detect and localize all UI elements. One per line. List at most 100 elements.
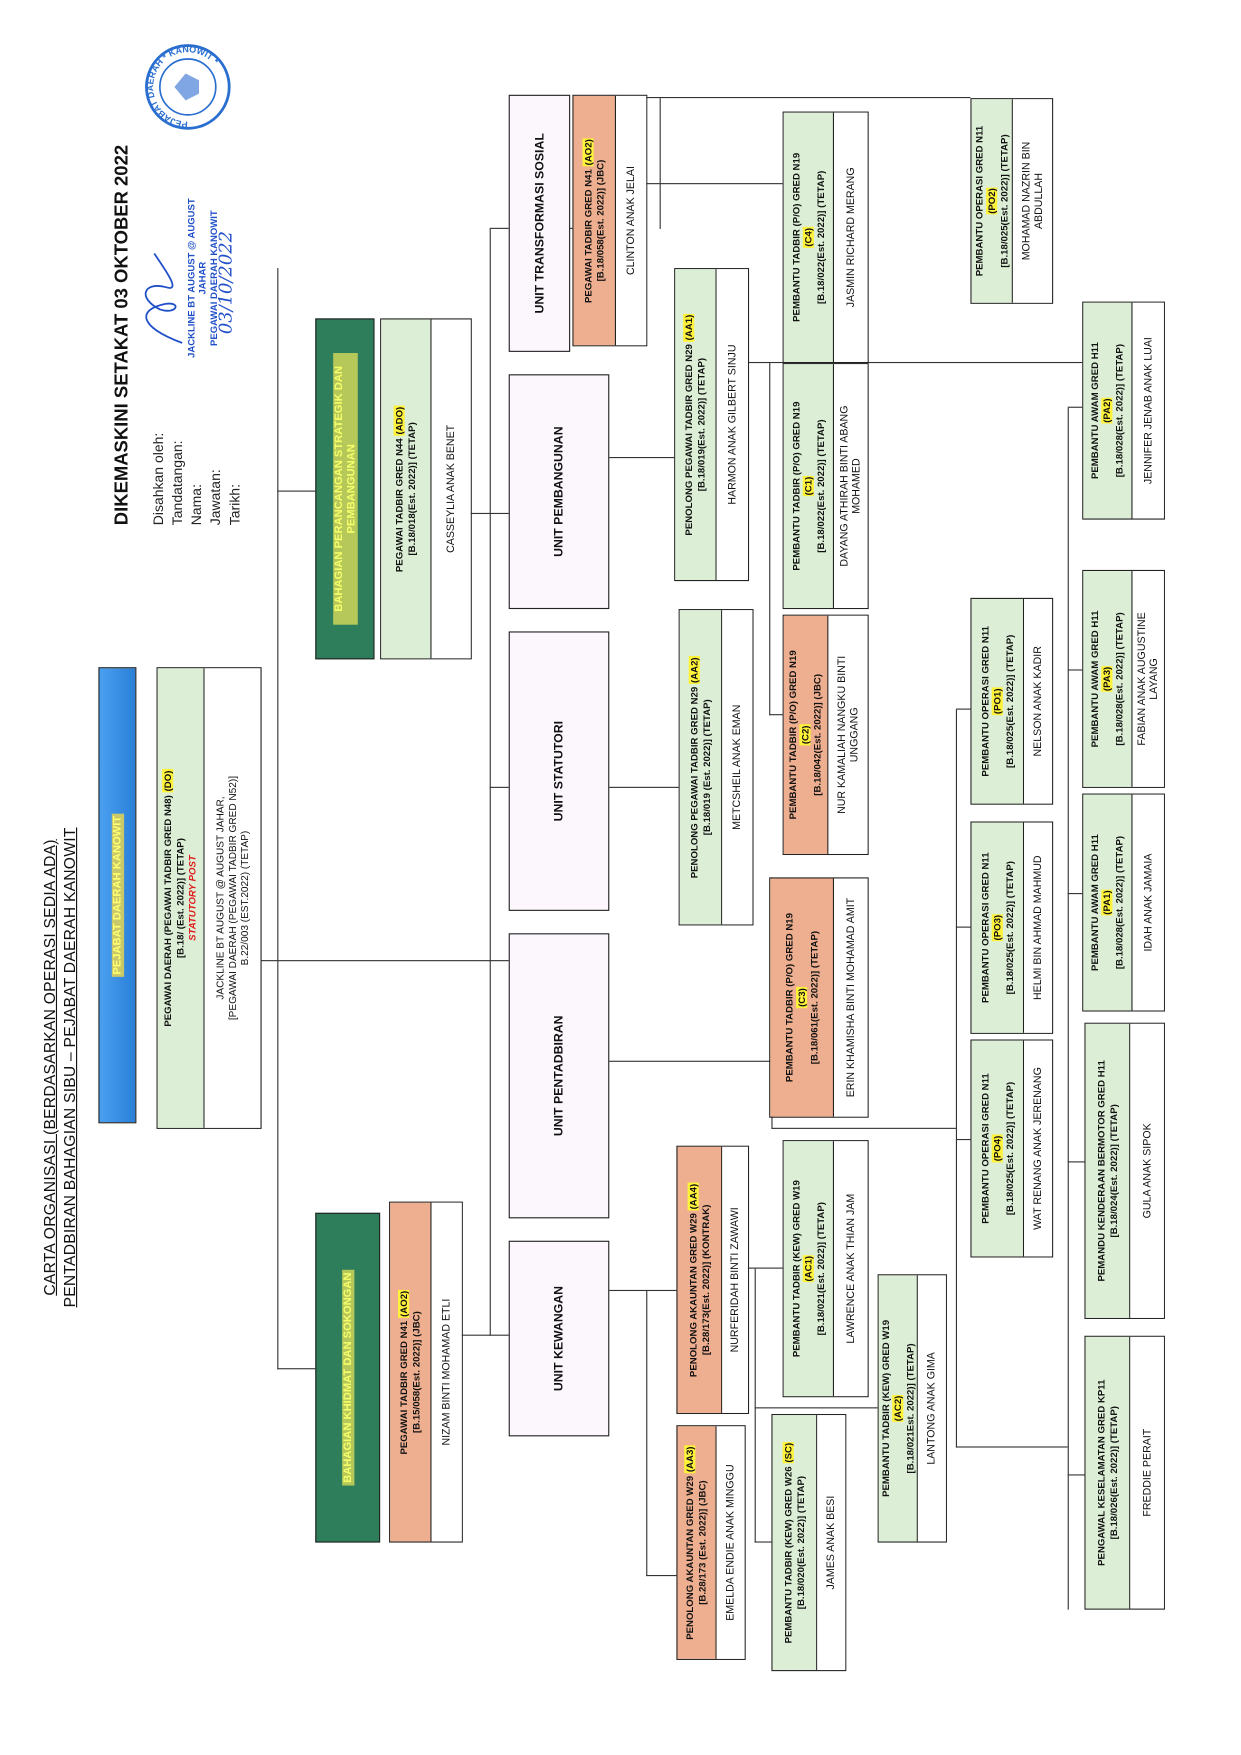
position-reference: [B.18/024(Est. 2022)] (TETAP) [1107,1104,1119,1238]
connector-line [642,182,783,185]
staff-name: LAWRENCE ANAK THIAN JAM [834,1141,868,1397]
position-title-line: PEMBANTU OPERASI GRED N11 [973,126,985,277]
position-box-po2: PEMBANTU OPERASI GRED N11(PO2)[B.18/025(… [970,98,1054,304]
position-title: PEMANDU KENDERAAN BERMOTOR GRED H11 [B.1… [1085,1023,1131,1318]
position-title-line: PENOLONG AKAUNTAN GRED W29 (AA4) [687,1182,699,1377]
position-code-badge: (AC2) [891,1394,903,1423]
position-title: PEGAWAI TADBIR GRED N41 (AO2)[B.18/058(E… [573,95,617,346]
position-reference: [B.15/058(Est. 2022)] (JBC) [410,1311,422,1433]
position-grade: PEMBANTU AWAM GRED H11 [1088,834,1101,971]
connector-line [769,713,783,716]
position-reference: [B.18/018(Est. 2022)] (TETAP) [405,422,418,556]
position-reference: [B.18/022(Est. 2022)] (TETAP) [814,419,826,553]
position-title-line: PENOLONG PEGAWAI TADBIR GRED N29 (AA1) [683,313,695,536]
position-title: PENOLONG PEGAWAI TADBIR GRED N29 (AA1)[B… [675,269,717,580]
position-title-line: PEMBANTU TADBIR (KEW) GRED W26 (SC) [782,1441,794,1644]
position-code-line: (PO4) [991,1134,1003,1163]
position-grade: PEMBANTU AWAM GRED H11 [1088,342,1101,480]
position-grade: PEMBANTU TADBIR (P/O) GRED N19 [783,913,795,1083]
label-name: Nama: [188,484,205,526]
unit-transformasi-sosial: UNIT TRANSFORMASI SOSIAL [508,94,571,352]
connector-line [1067,892,1083,895]
position-grade: PEMANDU KENDERAAN BERMOTOR GRED H11 [1095,1060,1107,1282]
division-perancangan: BAHAGIAN PERANCANGAN STRATEGIK DAN PEMBA… [315,318,375,660]
position-title: PEMBANTU OPERASI GRED N11(PO4)[B.18/025(… [971,1040,1025,1257]
position-title-line: PEGAWAI TADBIR GRED N44 (ADO) [393,405,406,573]
staff-name: FREDDIE PERAIT [1130,1336,1164,1609]
staff-name: JENNIFER JENAB ANAK LUAI [1132,302,1164,519]
staff-name: CASSEYLIA ANAK BENET [431,319,471,659]
position-code-line: (C2) [799,724,811,746]
office-stamp-seal: PEJABAT DAERAH * KANOWIT * [145,44,231,130]
staff-name: CLINTON ANAK JELAI [616,95,647,346]
position-code-badge: (PO3) [991,913,1003,942]
position-title-line: PEMBANTU OPERASI GRED N11 [979,626,991,777]
position-box-ao2t: PEGAWAI TADBIR GRED N41 (AO2)[B.18/058(E… [572,94,648,347]
position-reference: [B.18/025(Est. 2022)] (TETAP) [1003,634,1015,768]
position-code-badge: (ADO) [393,405,405,436]
position-title-line: PEMBANTU AWAM GRED H11 [1089,834,1101,971]
label-approved-by: Disahkan oleh: [150,432,167,526]
position-box-aa3: PENOLONG AKAUNTAN GRED W29 (AA3)[B.28/17… [676,1425,746,1660]
position-title: PEGAWAI TADBIR GRED N41 (AO2)[B.15/058(E… [390,1202,432,1542]
position-reference: [B.18/019 (Est. 2022)] (TETAP) [700,699,712,836]
connector-line [609,1060,772,1062]
position-grade: PEGAWAI TADBIR GRED N41 [398,1320,410,1455]
unit-pentadbiran: UNIT PENTADBIRAN [508,933,610,1219]
staff-name: NUR KAMALIAH NANGKU BINTI UNGGANG [828,615,868,854]
position-grade: PEMBANTU TADBIR (KEW) GRED W26 [782,1466,794,1644]
staff-name: ERIN KHAMISHA BINTI MOHAMAD AMIT [834,878,868,1117]
division-khidmat-label: BAHAGIAN KHIDMAT DAN SOKONGAN [341,1270,354,1486]
position-grade: PEMBANTU TADBIR (KEW) GRED W19 [789,1180,802,1358]
position-box-aa4: PENOLONG AKAUNTAN GRED W29 (AA4)[B.28/17… [676,1145,750,1415]
position-grade: PENOLONG PEGAWAI TADBIR GRED N29 [683,344,695,536]
position-title: PEMBANTU TADBIR (KEW) GRED W26 (SC)[B.18… [772,1415,818,1671]
unit-statutori: UNIT STATUTORI [508,631,610,911]
connector-line [955,708,971,710]
position-reference: [B.18/021Est. 2022)] (TETAP) [903,1343,916,1474]
position-grade: PEMBANTU TADBIR (P/O) GRED N19 [789,152,802,322]
position-grade: PEMBANTU OPERASI GRED N11 [973,125,985,277]
staff-name: FABIAN ANAK AUGUSTINE LAYANG [1132,571,1164,787]
staff-name: HELMI BIN AHMAD MAHMUD [1024,822,1053,1033]
connector-line [469,512,509,515]
position-code-line: (C4) [802,226,814,248]
position-title: PEMBANTU TADBIR (P/O) GRED N19(C4)[B.18/… [783,112,835,362]
connector-line [746,1267,783,1269]
signature-date: 03/10/2022 [214,231,236,335]
position-title-line: PEMBANTU TADBIR (P/O) GRED N19 [787,650,799,819]
position-reference: [B.18/058(Est. 2022)] (JBC) [594,159,606,282]
position-box-c3: PEMBANTU TADBIR (P/O) GRED N19(C3)[B.18/… [769,877,869,1118]
position-title: PEMBANTU TADBIR (P/O) GRED N19(C3)[B.18/… [770,878,835,1117]
position-box-ao2k: PEGAWAI TADBIR GRED N41 (AO2)[B.15/058(E… [389,1201,463,1543]
position-title: PENGAWAL KESELAMATAN GRED KP11 [B.18/026… [1085,1336,1131,1609]
position-code-line: (C3) [795,987,807,1009]
connector-line [1067,1161,1085,1163]
position-grade: PEGAWAI TADBIR GRED N44 [393,438,405,573]
position-title: PEMBANTU TADBIR (P/O) GRED N19(C1)[B.18/… [783,364,835,608]
position-code-badge: (PA2) [1101,397,1113,424]
position-code-badge: (DO) [162,769,174,793]
label-date: Tarikh: [226,484,243,526]
position-box-pemandu: PEMANDU KENDERAAN BERMOTOR GRED H11 [B.1… [1084,1022,1165,1319]
position-reference: [B.18/025(Est. 2022)] (TETAP) [997,134,1009,268]
staff-name: LANTONG ANAK GIMA [917,1275,946,1542]
staff-name: WAT RENANG ANAK JERENANG [1024,1040,1053,1257]
position-code-line: (PA2) [1101,397,1113,424]
connector-line [489,228,492,1336]
position-grade: PEMBANTU AWAM GRED H11 [1088,610,1101,748]
position-grade: PEGAWAI DAERAH (PEGAWAI TADBIR GRED N48) [162,795,174,1027]
staff-name: NURFERIDAH BINTI ZAWAWI [722,1146,748,1413]
staff-name: METCSHEIL ANAK EMAN [722,610,753,925]
position-code-line: (PO3) [991,913,1003,942]
staff-name: MOHAMAD NAZRIN BIN ABDULLAH [1012,99,1053,303]
position-grade: PEMBANTU TADBIR (P/O) GRED N19 [787,650,799,820]
connector-line [754,1406,878,1409]
position-box-c1: PEMBANTU TADBIR (P/O) GRED N19(C1)[B.18/… [782,363,869,610]
position-code-badge: (AO2) [398,1289,410,1319]
connector-line [754,1541,772,1543]
label-signature: Tandatangan: [169,440,186,526]
position-title-line: PEMBANTU TADBIR (KEW) GRED W19 [879,1320,891,1497]
position-code-badge: (PO1) [991,687,1003,716]
staff-name: NELSON ANAK KADIR [1024,598,1053,804]
